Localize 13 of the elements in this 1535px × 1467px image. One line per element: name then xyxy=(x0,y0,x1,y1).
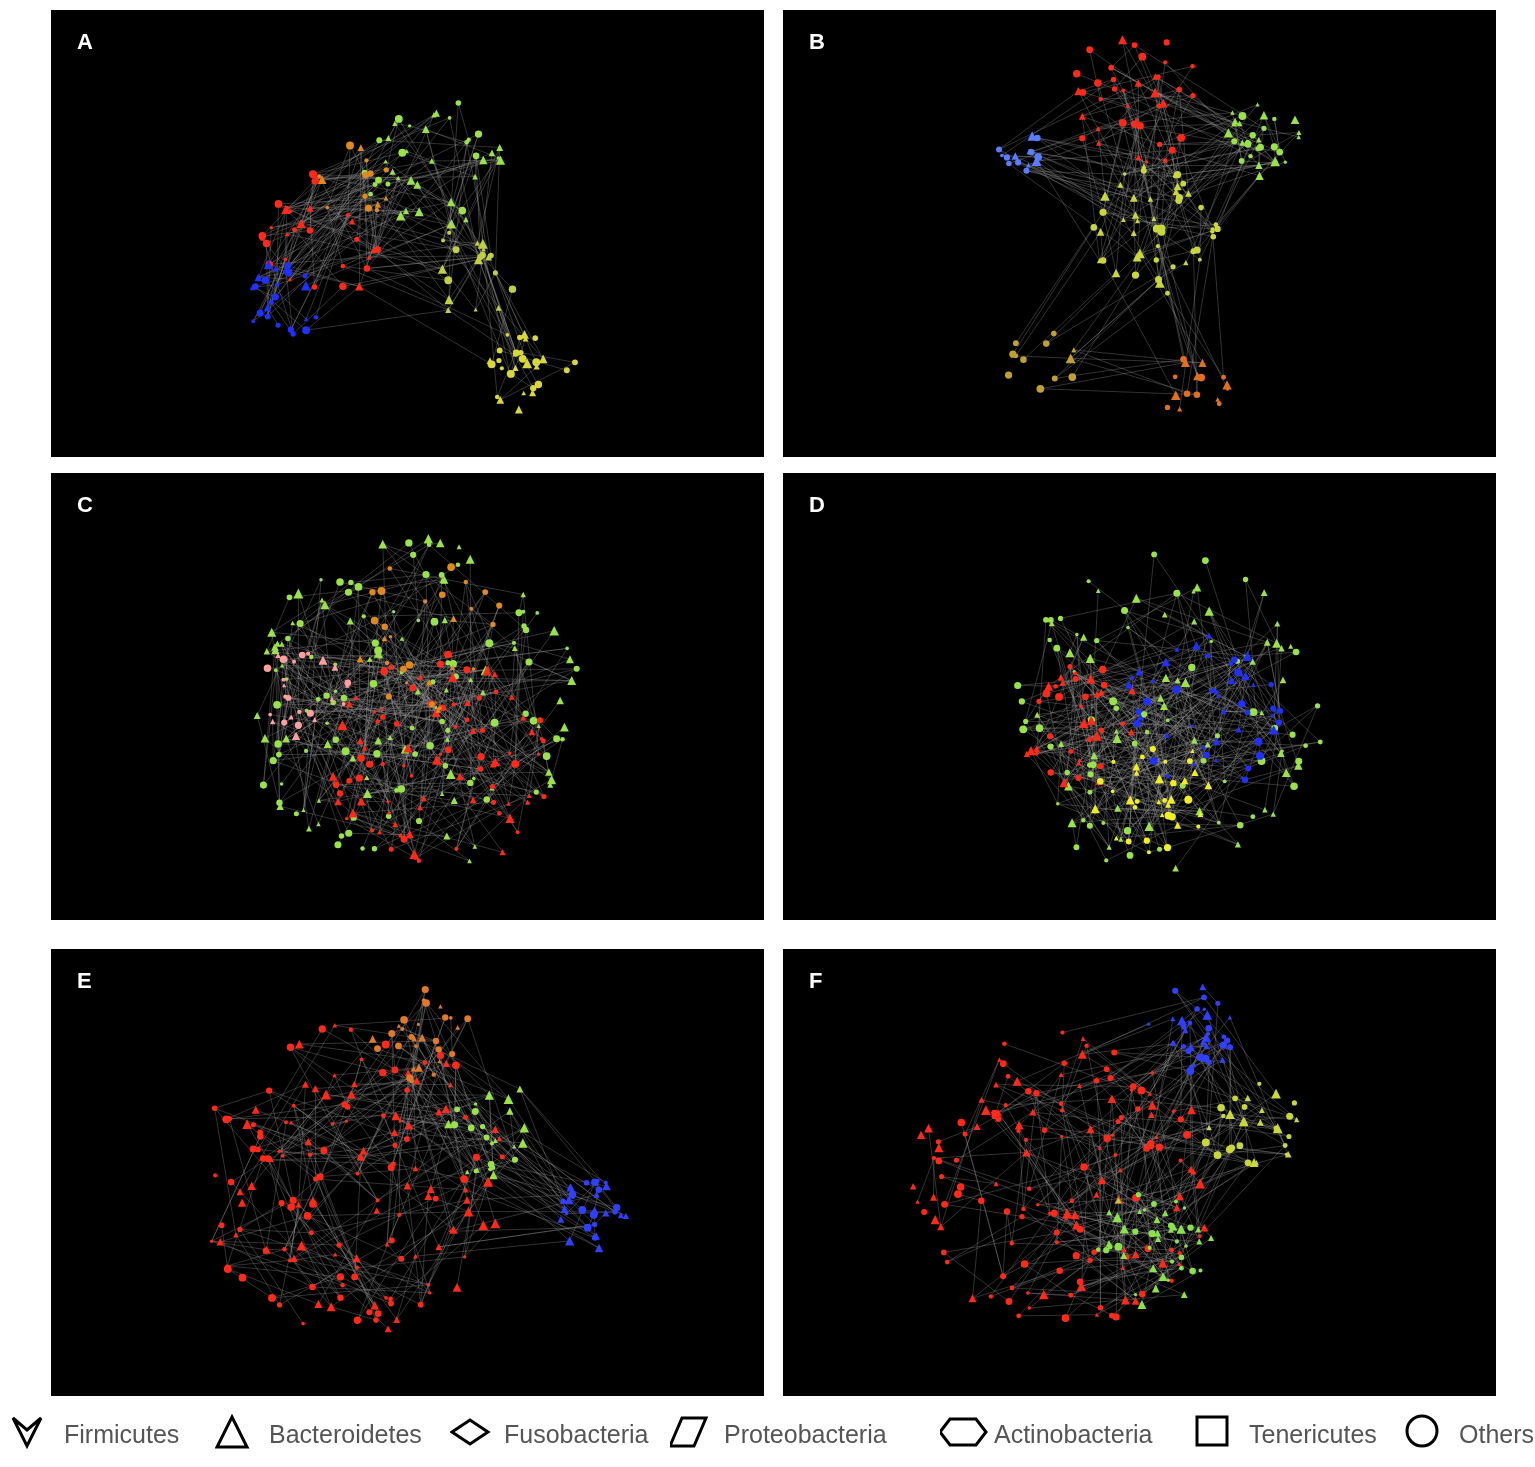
panel-letter: B xyxy=(809,30,825,54)
legend-label: Others xyxy=(1459,1420,1535,1449)
legend-label: Tenericutes xyxy=(1249,1420,1377,1449)
legend-label: Proteobacteria xyxy=(724,1420,887,1449)
legend-label: Firmicutes xyxy=(64,1420,180,1449)
legend-label: Bacteroidetes xyxy=(269,1420,422,1449)
legend-label: Actinobacteria xyxy=(994,1420,1153,1449)
panel-letter: A xyxy=(77,30,93,54)
panel-letter: D xyxy=(809,493,825,517)
panel-letter: F xyxy=(809,969,823,993)
panel-letter: E xyxy=(77,969,92,993)
legend-label: Fusobacteria xyxy=(504,1420,649,1449)
panel-letter: C xyxy=(77,493,93,517)
